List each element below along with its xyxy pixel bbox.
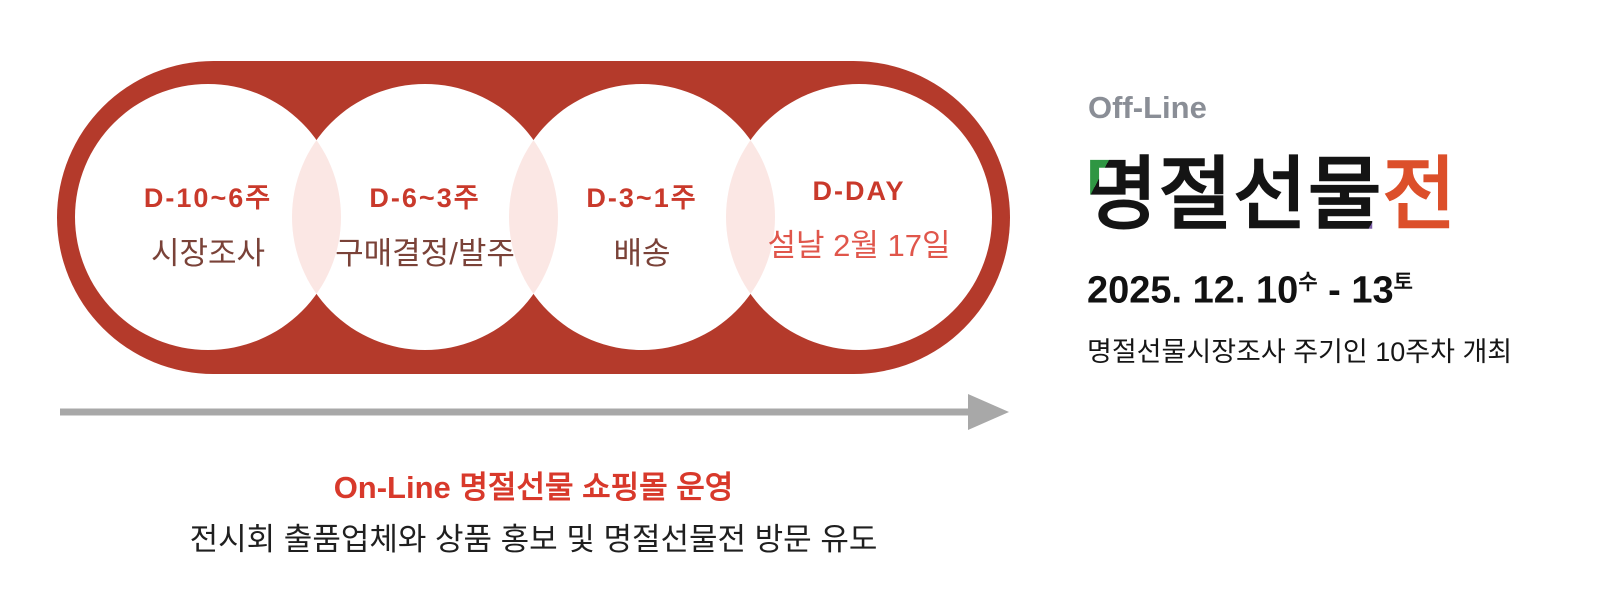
timeline-circle-3 bbox=[509, 84, 775, 350]
title-char-purple: 물 bbox=[1307, 152, 1383, 240]
timeline-step-1: D-10~6주 시장조사 bbox=[58, 176, 358, 273]
step-dday: D-3~1주 bbox=[586, 183, 698, 213]
title-char-orange: 전 bbox=[1382, 152, 1458, 240]
online-subtitle: 전시회 출품업체와 상품 홍보 및 명절선물전 방문 유도 bbox=[189, 522, 878, 557]
timeline-step-4: D-DAY 설날 2월 17일 bbox=[709, 176, 1009, 265]
timeline-circle-2 bbox=[292, 84, 558, 350]
timeline-circle-4 bbox=[726, 84, 992, 350]
step-label: 시장조사 bbox=[150, 236, 266, 271]
timeline-arrow-head bbox=[968, 394, 1009, 430]
timeline-circle-1 bbox=[75, 84, 341, 350]
offline-subtitle: 명절선물시장조사 주기인 10주차 개최 bbox=[1087, 337, 1513, 367]
title-chars-mid: 절선 bbox=[1158, 152, 1308, 240]
step-label: 배송 bbox=[613, 236, 671, 271]
date-mid: - 13 bbox=[1317, 269, 1394, 312]
step-label: 구매결정/발주 bbox=[335, 236, 515, 271]
online-title: On-Line 명절선물 쇼핑몰 운영 bbox=[333, 470, 734, 505]
step-dday: D-6~3주 bbox=[369, 183, 481, 213]
title-char-green: 명 bbox=[1084, 152, 1159, 240]
offline-date: 2025. 12. 10수 - 13토 bbox=[1087, 266, 1413, 313]
offline-title: 명절선물전 bbox=[1084, 130, 1457, 246]
step-dday: D-10~6주 bbox=[143, 183, 273, 213]
offline-label: Off-Line bbox=[1088, 90, 1207, 125]
timeline-step-2: D-6~3주 구매결정/발주 bbox=[275, 176, 575, 273]
date-weekday-sat: 토 bbox=[1393, 271, 1413, 294]
date-main: 2025. 12. 10 bbox=[1087, 269, 1299, 312]
online-block: On-Line 명절선물 쇼핑몰 운영 전시회 출품업체와 상품 홍보 및 명절… bbox=[57, 462, 1010, 559]
step-dday: D-DAY bbox=[812, 176, 906, 206]
date-weekday-wed: 수 bbox=[1298, 271, 1318, 294]
timeline-step-3: D-3~1주 배송 bbox=[492, 176, 792, 273]
step-label: 설날 2월 17일 bbox=[767, 228, 951, 263]
